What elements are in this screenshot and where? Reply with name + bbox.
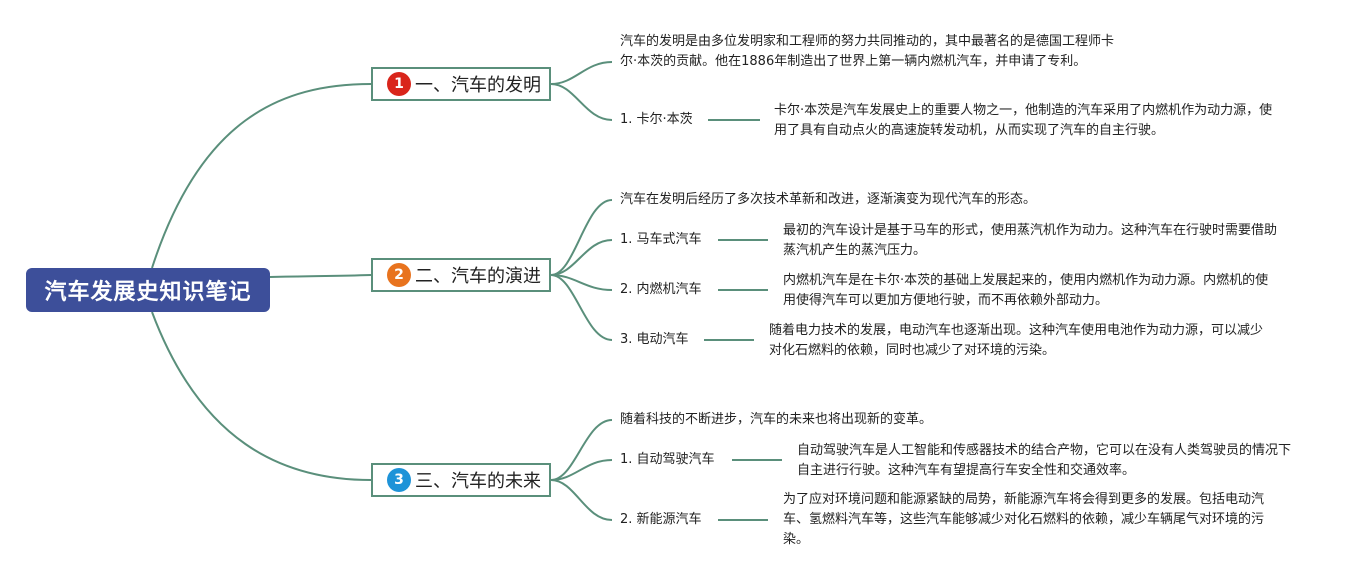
subtopic-label[interactable]: 1. 自动驾驶汽车: [620, 452, 715, 467]
root-title: 汽车发展史知识笔记: [44, 280, 252, 305]
subtopic-desc[interactable]: 内燃机汽车是在卡尔·本茨的基础上发展起来的，使用内燃机作为动力源。内燃机的使用使…: [783, 273, 1269, 308]
subtopic-label[interactable]: 1. 马车式汽车: [620, 232, 702, 247]
subtopic-desc[interactable]: 自动驾驶汽车是人工智能和传感器技术的结合产物，它可以在没有人类驾驶员的情况下自主…: [797, 443, 1292, 478]
branch-label: 二、汽车的演进: [415, 266, 541, 287]
subtopic-desc[interactable]: 随着电力技术的发展，电动汽车也逐渐出现。这种汽车使用电池作为动力源，可以减少对化…: [769, 323, 1264, 358]
branch-summary[interactable]: 随着科技的不断进步，汽车的未来也将出现新的变革。: [620, 412, 933, 427]
branch-summary[interactable]: 汽车在发明后经历了多次技术革新和改进，逐渐演变为现代汽车的形态。: [620, 192, 1037, 207]
number-badge: 3: [387, 468, 411, 492]
branch-label: 三、汽车的未来: [415, 471, 541, 492]
subtopic-label[interactable]: 2. 新能源汽车: [620, 512, 702, 527]
branch-future[interactable]: 3 三、汽车的未来: [371, 463, 551, 497]
subtopic-label[interactable]: 3. 电动汽车: [620, 332, 689, 347]
branch-evolution[interactable]: 2 二、汽车的演进: [371, 258, 551, 292]
root-topic[interactable]: 汽车发展史知识笔记: [26, 268, 270, 312]
branch-summary[interactable]: 汽车的发明是由多位发明家和工程师的努力共同推动的，其中最著名的是德国工程师卡尔·…: [620, 34, 1115, 69]
branch-invention[interactable]: 1 一、汽车的发明: [371, 67, 551, 101]
subtopic-desc[interactable]: 卡尔·本茨是汽车发展史上的重要人物之一，他制造的汽车采用了内燃机作为动力源，使用…: [774, 103, 1273, 138]
subtopic-label[interactable]: 2. 内燃机汽车: [620, 282, 702, 297]
number-badge: 2: [387, 263, 411, 287]
subtopic-desc[interactable]: 最初的汽车设计是基于马车的形式，使用蒸汽机作为动力。这种汽车在行驶时需要借助蒸汽…: [783, 223, 1278, 258]
subtopic-label[interactable]: 1. 卡尔·本茨: [620, 112, 693, 127]
subtopic-desc[interactable]: 为了应对环境问题和能源紧缺的局势，新能源汽车将会得到更多的发展。包括电动汽车、氢…: [783, 492, 1265, 547]
branch-label: 一、汽车的发明: [415, 75, 541, 96]
number-badge: 1: [387, 72, 411, 96]
